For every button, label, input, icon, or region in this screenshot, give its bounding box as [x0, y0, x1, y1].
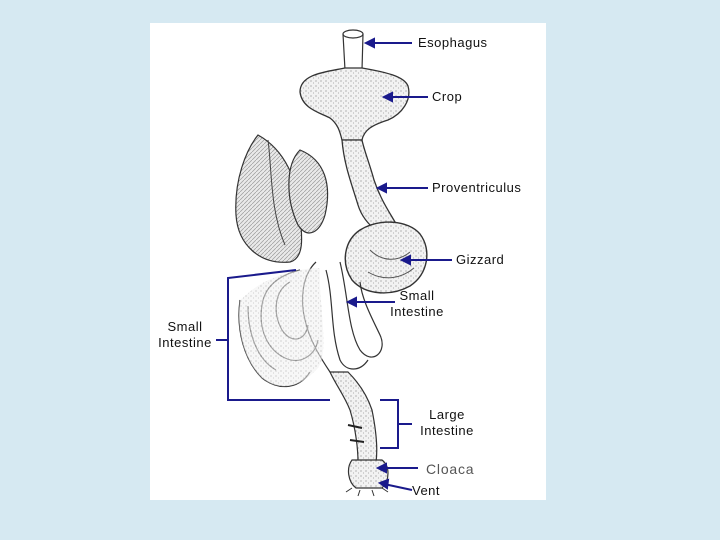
proventriculus: [342, 140, 395, 232]
label-small-intestine-left-line1: Small: [152, 319, 218, 335]
label-vent: Vent: [412, 483, 440, 499]
label-small-intestine-left: Small Intestine: [152, 319, 218, 351]
label-small-intestine-left-line2: Intestine: [152, 335, 218, 351]
label-small-intestine-right-line2: Intestine: [384, 304, 450, 320]
gizzard: [345, 222, 427, 293]
label-small-intestine-right-line1: Small: [384, 288, 450, 304]
label-gizzard: Gizzard: [456, 252, 504, 268]
liver: [236, 135, 328, 262]
large-intestine: [330, 372, 377, 462]
crop: [300, 68, 409, 140]
label-large-intestine-line1: Large: [414, 407, 480, 423]
label-large-intestine: Large Intestine: [414, 407, 480, 439]
large-intestine-bracket: [380, 400, 412, 448]
label-large-intestine-line2: Intestine: [414, 423, 480, 439]
esophagus: [343, 30, 363, 70]
small-intestine-mass: [239, 268, 323, 386]
label-proventriculus: Proventriculus: [432, 180, 521, 196]
label-small-intestine-right: Small Intestine: [384, 288, 450, 320]
label-crop: Crop: [432, 89, 462, 105]
label-esophagus: Esophagus: [418, 35, 488, 51]
label-cloaca: Cloaca: [426, 461, 474, 477]
